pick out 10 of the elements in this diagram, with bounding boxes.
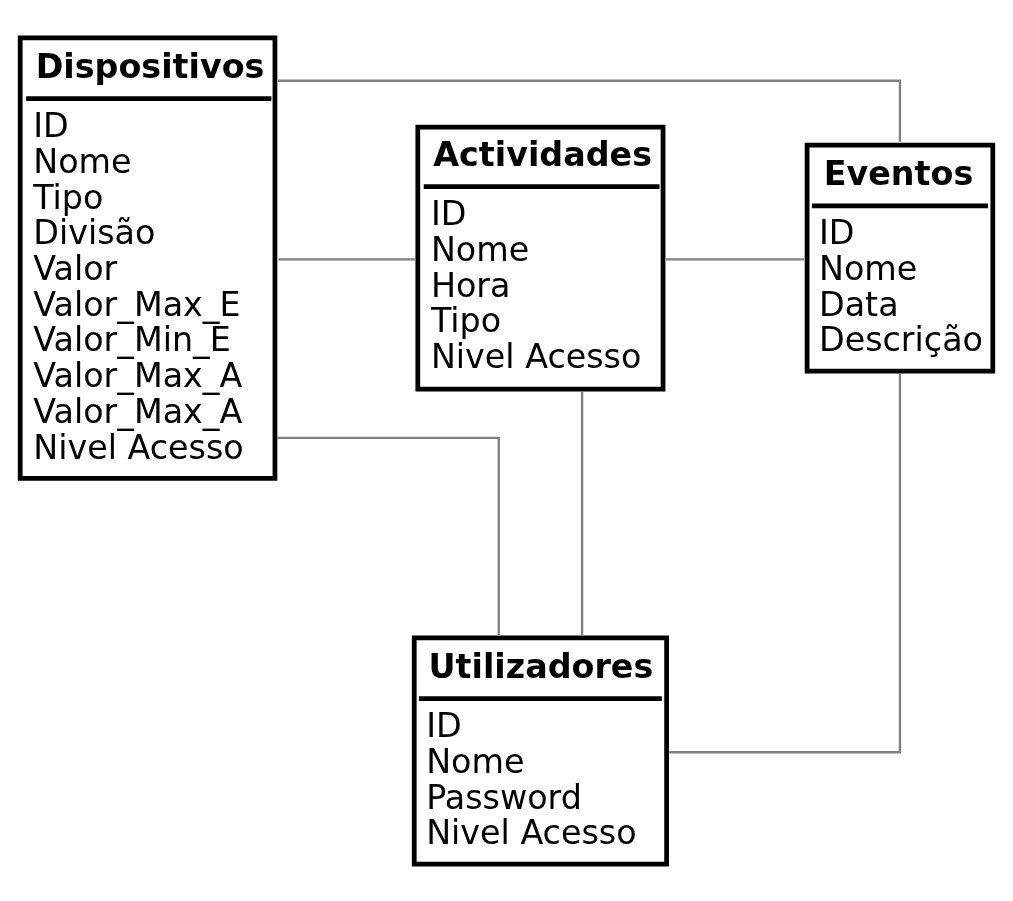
node-box: Utilizadores ID Nome Password Nivel Acesso <box>411 635 669 866</box>
node-box: Eventos ID Nome Data Descrição <box>804 142 996 374</box>
node-box: Actividades ID Nome Hora Tipo Nivel Acesso <box>415 124 666 391</box>
connector <box>277 79 902 142</box>
connector <box>666 257 805 260</box>
connector <box>669 373 902 753</box>
connector <box>580 391 584 635</box>
node-box: Dispositivos ID Nome Tipo Divisão Valor Valor_Max_E Valor_Min_E Valor_Max_A Valor_Max_A Nivel Acesso <box>17 35 278 481</box>
connector <box>277 436 500 635</box>
connector <box>278 257 415 260</box>
